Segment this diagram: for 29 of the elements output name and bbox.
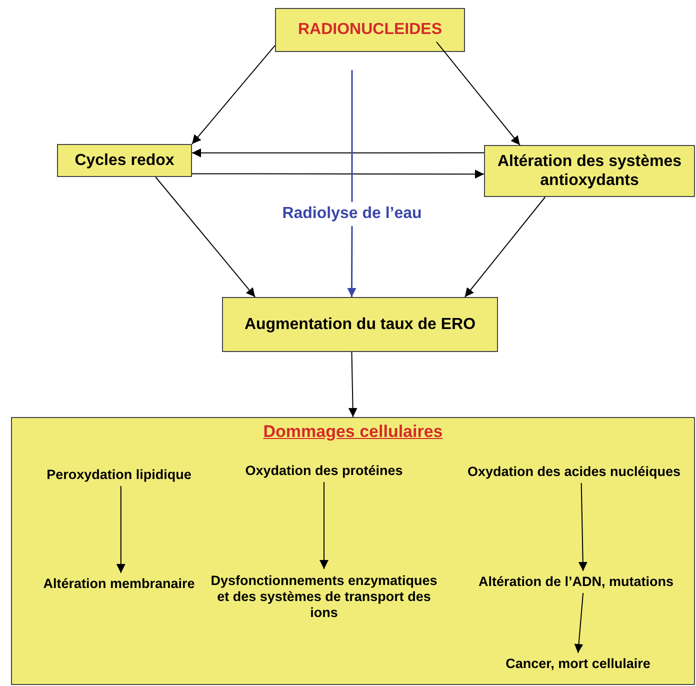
- node-text: Altération de l’ADN, mutations: [458, 571, 694, 593]
- box-label: RADIONUCLEIDES: [298, 20, 442, 40]
- arrow: [192, 44, 276, 144]
- node-text: Oxydation des acides nucléiques: [452, 461, 696, 483]
- box-label: Cycles redox: [74, 150, 174, 170]
- box-label: Augmentation du taux de ERO: [244, 314, 476, 334]
- arrow: [155, 176, 256, 298]
- process-box: [275, 8, 465, 52]
- node-text: Cancer, mort cellulaire: [478, 653, 678, 675]
- process-box: [484, 145, 695, 197]
- node-text: Oxydation des protéines: [224, 460, 424, 482]
- panel-heading: Dommages cellulaires: [263, 422, 443, 442]
- node-text: Dysfonctionnements enzymatiques et des systèmes de transport des ions: [208, 569, 440, 625]
- arrow: [116, 486, 126, 574]
- arrow: [192, 170, 484, 179]
- node-text: Radiolyse de l’eau: [267, 202, 437, 226]
- arrow: [578, 482, 588, 572]
- process-box: [222, 297, 498, 352]
- arrow: [320, 482, 328, 570]
- arrow: [348, 352, 358, 418]
- arrow: [347, 226, 356, 297]
- arrow: [192, 148, 484, 158]
- group-panel: [11, 417, 695, 685]
- arrow: [436, 41, 520, 146]
- box-label: Altération des systèmes antioxydants: [496, 152, 683, 190]
- arrow: [464, 196, 546, 298]
- arrow: [574, 592, 584, 654]
- node-text: Peroxydation lipidique: [24, 464, 214, 486]
- process-box: [57, 144, 192, 177]
